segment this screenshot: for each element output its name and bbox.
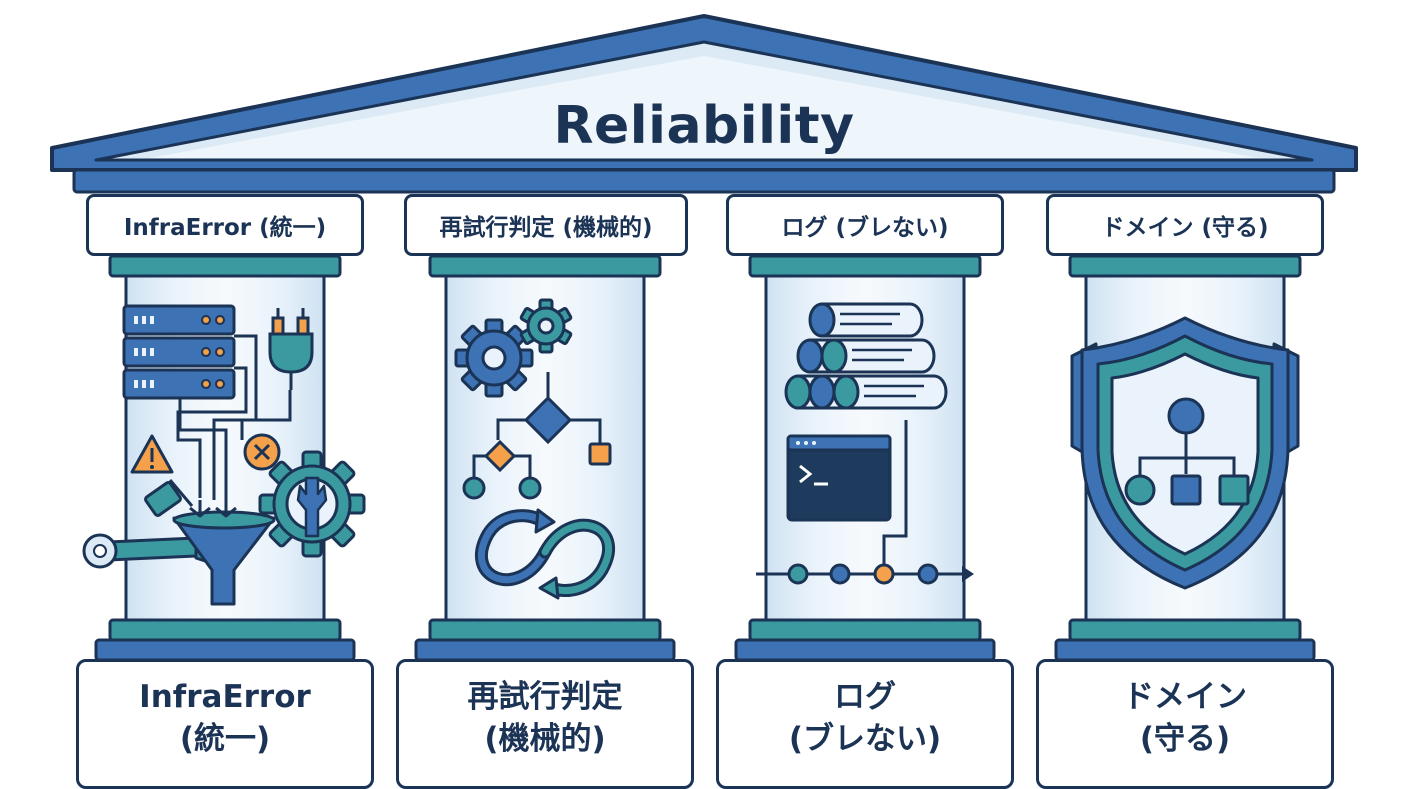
log-stack-icon xyxy=(784,302,948,410)
terminal-icon xyxy=(786,434,892,522)
flowchart-icon xyxy=(462,372,612,500)
pillar-3-card: ログ (ブレない) xyxy=(716,659,1014,789)
pillar-4-card-line2: (守る) xyxy=(1139,721,1231,757)
pillar-2-tab: 再試行判定 (機械的) xyxy=(404,194,688,256)
error-circle-icon xyxy=(243,433,281,471)
pillar-1-card: InfraError (統一) xyxy=(76,659,374,789)
reliability-diagram: Reliability InfraError (統一) 再試行判定 (機械的) … xyxy=(50,14,1358,789)
pillar-1-card-line2: (統一) xyxy=(179,721,271,757)
gear-wrench-icon xyxy=(258,450,366,558)
pillar-3-card-line2: (ブレない) xyxy=(788,721,942,757)
server-rack-icon xyxy=(122,304,236,400)
diagram-title: Reliability xyxy=(553,96,855,156)
pillar-4-tab: ドメイン (守る) xyxy=(1046,194,1324,256)
shield-hierarchy-icon xyxy=(1070,316,1300,590)
wires xyxy=(168,334,292,507)
gears-icon xyxy=(454,298,573,398)
temple-illustration xyxy=(50,14,1358,662)
pillar-1-tab: InfraError (統一) xyxy=(86,194,364,256)
pillar-2-card-line1: 再試行判定 xyxy=(467,679,623,715)
retry-loop-icon xyxy=(475,508,615,600)
pillar-4-card-line1: ドメイン xyxy=(1123,679,1247,715)
pillar-1-card-line1: InfraError xyxy=(139,679,311,715)
pillar-3-tab: ログ (ブレない) xyxy=(726,194,1004,256)
timeline-icon xyxy=(756,420,974,585)
pillar-3-card-line1: ログ xyxy=(834,679,896,715)
pillar-2-card: 再試行判定 (機械的) xyxy=(396,659,694,789)
pillar-4-card: ドメイン (守る) xyxy=(1036,659,1334,789)
pillar-2-card-line2: (機械的) xyxy=(484,721,606,757)
temple-roof xyxy=(50,14,1358,194)
plug-icon xyxy=(268,308,314,390)
warning-icon xyxy=(130,434,174,474)
small-tag-icon xyxy=(144,481,182,517)
funnel-icon xyxy=(172,500,276,606)
